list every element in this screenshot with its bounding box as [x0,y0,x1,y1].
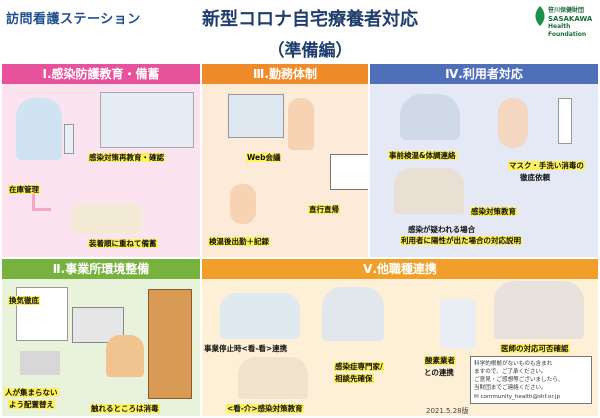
logo-en1: SASAKAWA [548,15,593,23]
logo-icon [535,6,545,26]
disclaimer-line-3: ご意見・ご感想等ございましたら、 [474,377,564,383]
disclaimer-line-1: 科学的根拠がないものも含まれ [474,361,553,367]
web-meeting-screen-illustration [228,94,284,138]
page-title: 新型コロナ自宅療養者対応 [202,9,418,30]
section-3-label-direct-commute: 直行直帰 [308,205,340,214]
disclaimer-line-2: ますので、ご了承ください。 [474,369,547,375]
page-subtitle: （準備編） [267,41,353,61]
nurses-handover-illustration [220,293,300,339]
section-2-label-ventilation: 換気徹底 [8,296,40,305]
section-1-label-stockpile: 装着順に重ねて備蓄 [88,239,158,248]
nurse-illustration [288,98,314,150]
section-3-header: Ⅲ.勤務体制 [202,64,368,84]
section-5-label-oxygen: 酸素業者 [424,356,456,365]
section-4-label-positive: 利用者に陽性が出た場合の対応説明 [400,236,522,245]
section-5-label-specialist: 感染症専門家/ [334,362,384,371]
cleaning-person-illustration [106,335,144,377]
section-3-panel: Ⅲ.勤務体制 Web会議 直行直帰 検温後出勤＋記録 [202,64,368,257]
section-2-label-no-gathering: 人が集まらない [4,388,59,397]
section-4-label-enforce: 徹底依頼 [520,173,550,182]
nurse-education-illustration [394,168,464,214]
logo-jp: 笹川保健財団 [548,7,585,14]
section-5-label-oxygen-link: との連携 [424,368,454,377]
section-4-label-education: 感染対策教育 [470,207,517,216]
section-4-label-mask-hands: マスク・手洗い消毒の [508,161,585,170]
sanitizer-bottle-illustration [558,98,572,144]
section-1-label-training: 感染対策再教育・確認 [88,153,165,162]
section-4-label-suspected: 感染が疑われる場合 [408,225,476,234]
section-2-header: Ⅱ.事業所環境整備 [2,259,200,279]
specialist-illustration [322,287,384,341]
section-3-label-temperature: 検温後出勤＋記録 [208,237,270,246]
section-5-label-doctor: 医師の対応可否確認 [500,344,570,353]
section-1-label-inventory: 在庫管理 [8,185,40,194]
house-illustration [330,154,368,190]
section-5-header: Ⅴ.他職種連携 [202,259,598,279]
mail-icon: ✉ [474,394,479,400]
disclaimer-line-4: 当財団までご連絡ください。 [474,385,547,391]
section-1-panel: Ⅰ.感染防護教育・備蓄 在庫管理 感染対策再教育・確認 装着順に重ねて備蓄 [2,64,200,257]
disclaimer-box: 科学的根拠がないものも含まれ ますので、ご了承ください。 ご意見・ご感想等ござい… [470,356,592,404]
logo-en2: Health Foundation [548,23,587,38]
logo-text: 笹川保健財団 SASAKAWA Health Foundation [548,7,600,39]
oxygen-cylinder-illustration [440,299,476,349]
door-illustration [148,289,192,399]
section-2-label-rearrange: よう配置替え [8,400,55,409]
desk-illustration [20,351,60,375]
protective-gown-illustration [16,98,62,160]
section-5-label-consult: 相談先確保 [334,374,374,383]
section-4-header: Ⅳ.利用者対応 [370,64,598,84]
section-4-panel: Ⅳ.利用者対応 事前検温&体調連絡 マスク・手洗い消毒の 徹底依頼 感染対策教育… [370,64,598,257]
arrow-icon [32,194,51,211]
section-5-label-nurse-care: <看-介>感染対策教育 [226,404,304,413]
section-4-label-advance-check: 事前検温&体調連絡 [388,151,457,160]
caregivers-illustration [238,357,308,399]
thermometer-illustration [230,184,256,224]
elderly-couple-illustration [400,94,460,140]
email-row: ✉ community_health@shf.or.jp [474,393,588,401]
section-3-label-web-meeting: Web会議 [246,153,282,162]
organization-label: 訪問看護ステーション [6,12,141,27]
video-meeting-illustration [100,92,194,148]
stacked-gowns-illustration [72,204,142,234]
section-2-panel: Ⅱ.事業所環境整備 換気徹底 人が集まらない よう配置替え 触れるところは消毒 [2,259,200,416]
version-date: 2021.5.28版 [426,407,469,415]
section-1-header: Ⅰ.感染防護教育・備蓄 [2,64,200,84]
bottle-illustration [64,124,74,154]
contact-email[interactable]: community_health@shf.or.jp [480,394,561,400]
masked-person-illustration [498,98,528,148]
section-2-label-disinfect: 触れるところは消毒 [90,404,160,413]
logo [532,4,596,34]
section-5-label-nurse-nurse: 事業停止時<看-看>連携 [204,344,288,353]
doctors-illustration [494,281,584,339]
